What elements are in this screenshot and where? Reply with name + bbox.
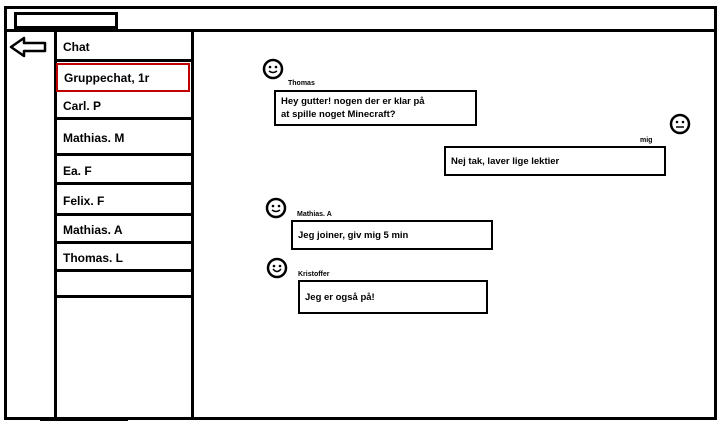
message-bubble: Hey gutter! nogen der er klar på at spil… (274, 90, 477, 126)
title-bar-divider (4, 29, 717, 32)
sidebar-right-border (191, 32, 194, 420)
bottom-edge-mark (40, 418, 128, 421)
avatar-mathias-a (265, 197, 287, 224)
sidebar-item-thomas[interactable]: Thomas. L (57, 247, 191, 272)
smiley-avatar-icon (262, 58, 284, 80)
sidebar-item-ea[interactable]: Ea. F (57, 159, 191, 185)
sidebar-item-mathias-m[interactable]: Mathias. M (57, 123, 191, 156)
message-text: Nej tak, laver lige lektier (451, 155, 560, 167)
sidebar-item-label: Thomas. L (63, 251, 124, 265)
sidebar-item-label: Mathias. M (63, 131, 125, 145)
avatar-thomas (262, 58, 284, 85)
sidebar-item-felix[interactable]: Felix. F (57, 188, 191, 216)
sender-name: Thomas (288, 80, 315, 87)
message-bubble: Jeg er også på! (298, 280, 488, 314)
sidebar-item-mathias-a[interactable]: Mathias. A (57, 219, 191, 244)
sidebar-header-label: Chat (63, 40, 90, 54)
sidebar-item-gruppechat[interactable]: Gruppechat, 1r (56, 63, 190, 92)
sender-name: Mathias. A (297, 211, 332, 218)
avatar-mig (669, 113, 691, 140)
smiley-avatar-icon (266, 257, 288, 279)
back-arrow-icon (9, 36, 47, 58)
smiley-avatar-icon (265, 197, 287, 219)
sender-name: Kristoffer (298, 271, 330, 278)
message-text: Jeg er også på! (305, 292, 375, 303)
smiley-avatar-icon (669, 113, 691, 135)
back-button[interactable] (8, 36, 48, 58)
message-text: at spille noget Minecraft? (281, 109, 396, 120)
message-bubble: Nej tak, laver lige lektier (444, 146, 666, 176)
message-text: Hey gutter! nogen der er klar på (281, 96, 425, 107)
message-text: Jeg joiner, giv mig 5 min (298, 229, 409, 241)
sidebar-item-label: Mathias. A (63, 223, 123, 237)
sidebar-item-label: Gruppechat, 1r (64, 70, 150, 85)
window-title-tab[interactable] (14, 12, 118, 29)
sidebar-item-carl[interactable]: Carl. P (57, 95, 191, 120)
sidebar-item-empty[interactable] (57, 275, 191, 298)
sidebar-item-label: Felix. F (63, 193, 105, 208)
sidebar-left-border (54, 32, 57, 420)
avatar-kristoffer (266, 257, 288, 284)
sidebar-item-label: Carl. P (63, 99, 102, 113)
sender-name: mig (640, 137, 653, 144)
window-frame (4, 6, 717, 420)
sidebar-item-label: Ea. F (63, 163, 92, 178)
message-bubble: Jeg joiner, giv mig 5 min (291, 220, 493, 250)
sidebar-header-chat: Chat (57, 35, 191, 62)
